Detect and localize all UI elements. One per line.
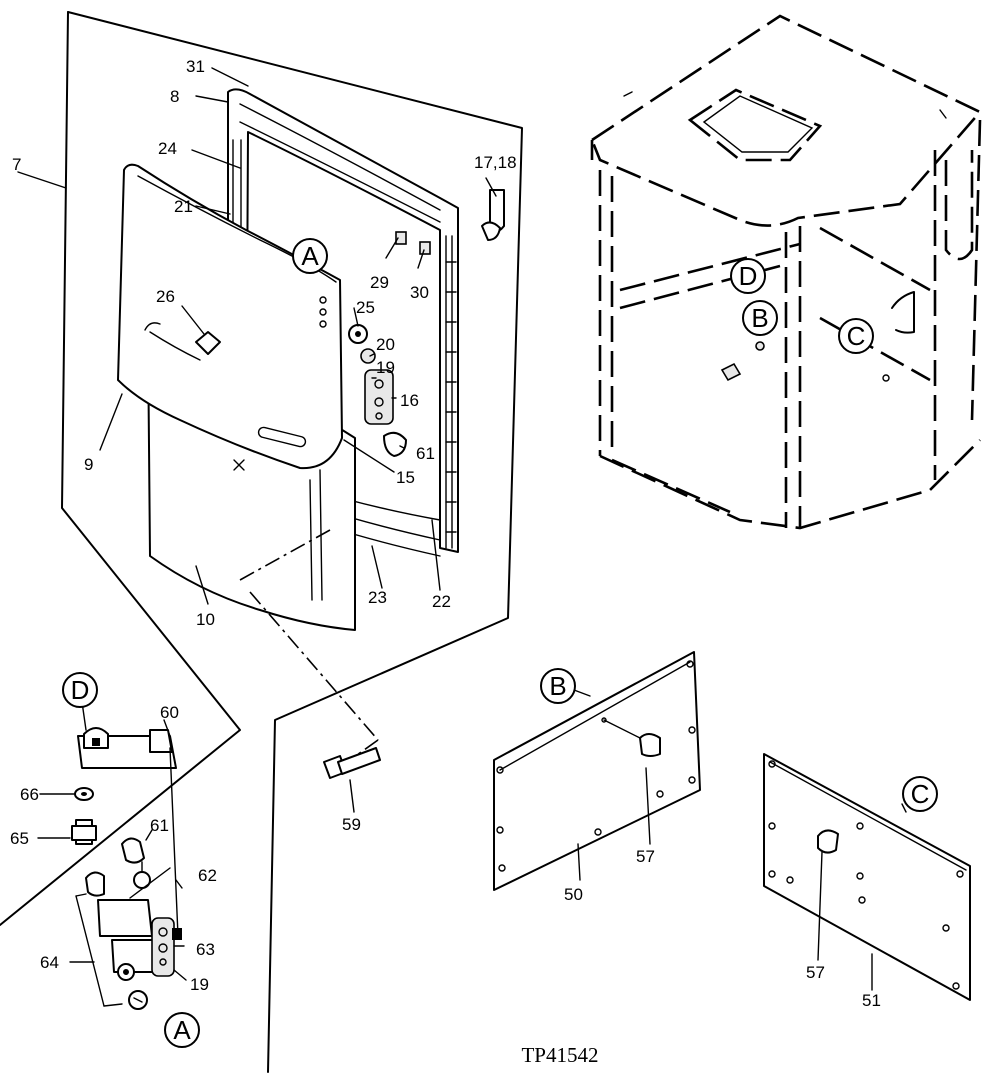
callout-b-plate-label: B bbox=[549, 671, 566, 701]
plate-b bbox=[493, 651, 701, 891]
callout-d-cab-label: D bbox=[739, 261, 758, 291]
hinge-knuckles bbox=[445, 261, 457, 533]
detail-d bbox=[37, 701, 179, 937]
part-19-detail: 19 bbox=[190, 975, 209, 994]
part-62: 62 bbox=[198, 866, 217, 885]
door-leaders bbox=[17, 67, 497, 605]
callout-b-cab bbox=[742, 300, 778, 336]
callout-a-door-label: A bbox=[301, 241, 319, 271]
part-50: 50 bbox=[564, 885, 583, 904]
figure-id: TP41542 bbox=[521, 1043, 598, 1067]
dashdot-59-b bbox=[249, 591, 379, 741]
part-24: 24 bbox=[158, 139, 177, 158]
part-59: 59 bbox=[342, 815, 361, 834]
part-31: 31 bbox=[186, 57, 205, 76]
part-30: 30 bbox=[410, 283, 429, 302]
part-8: 8 bbox=[170, 87, 179, 106]
callout-c-plate bbox=[902, 776, 938, 812]
part-61-door: 61 bbox=[416, 444, 435, 463]
dashdot-59-a bbox=[239, 529, 331, 581]
part-labels: 7 8 9 10 15 16 17,18 19 19 20 21 22 23 2… bbox=[10, 57, 881, 1010]
part-63: 63 bbox=[196, 940, 215, 959]
part-9: 9 bbox=[84, 455, 93, 474]
callout-b-plate bbox=[540, 668, 576, 704]
plate-c bbox=[763, 753, 971, 1001]
callout-a-detail bbox=[164, 1012, 200, 1048]
part-19-door: 19 bbox=[376, 358, 395, 377]
callout-d-cab bbox=[730, 258, 766, 294]
door-group-boundary bbox=[0, 11, 523, 1073]
callout-a-door bbox=[292, 238, 328, 274]
callout-d-detail bbox=[62, 672, 98, 708]
part-60: 60 bbox=[160, 703, 179, 722]
part-66: 66 bbox=[20, 785, 39, 804]
callouts: A A B B C C D D bbox=[62, 238, 938, 1048]
part-17-18: 17,18 bbox=[474, 153, 517, 172]
part-61-detail: 61 bbox=[150, 816, 169, 835]
callout-b-cab-label: B bbox=[751, 303, 768, 333]
callout-c-cab-label: C bbox=[847, 321, 866, 351]
callout-c-plate-label: C bbox=[911, 779, 930, 809]
cab-outline bbox=[590, 14, 983, 530]
part-57-c: 57 bbox=[806, 963, 825, 982]
part-10: 10 bbox=[196, 610, 215, 629]
part-65: 65 bbox=[10, 829, 29, 848]
part-29: 29 bbox=[370, 273, 389, 292]
door-assembly bbox=[117, 88, 505, 631]
part-7: 7 bbox=[12, 155, 21, 174]
dashdot-59-c bbox=[349, 739, 379, 761]
bolt-59 bbox=[323, 747, 381, 813]
callout-d-detail-label: D bbox=[71, 675, 90, 705]
part-25: 25 bbox=[356, 298, 375, 317]
detail-a bbox=[69, 829, 187, 1010]
part-22: 22 bbox=[432, 592, 451, 611]
callout-c-cab bbox=[838, 318, 874, 354]
part-51: 51 bbox=[862, 991, 881, 1010]
callout-a-detail-label: A bbox=[173, 1015, 191, 1045]
part-64: 64 bbox=[40, 953, 59, 972]
part-57-b: 57 bbox=[636, 847, 655, 866]
part-26: 26 bbox=[156, 287, 175, 306]
part-20: 20 bbox=[376, 335, 395, 354]
part-15: 15 bbox=[396, 468, 415, 487]
part-21: 21 bbox=[174, 197, 193, 216]
part-16: 16 bbox=[400, 391, 419, 410]
part-23: 23 bbox=[368, 588, 387, 607]
